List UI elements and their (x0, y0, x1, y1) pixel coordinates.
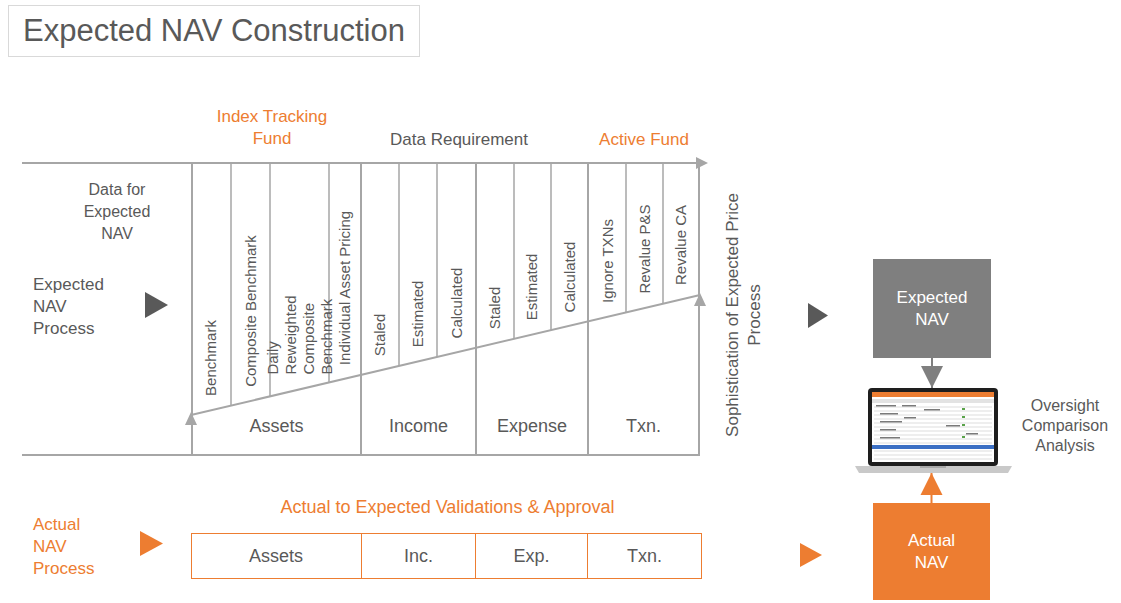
laptop-illustration (855, 388, 1012, 473)
category-column: Expense Staled Estimated Calculated (477, 163, 589, 455)
validation-cell: Exp. (476, 534, 588, 578)
data-column: Benchmark (191, 163, 231, 410)
screen-selected-row (872, 445, 994, 449)
data-column: Estimated (514, 163, 551, 334)
data-option: Staled (487, 286, 505, 329)
axis-end-label: Active Fund (599, 129, 689, 151)
validation-cell: Inc. (362, 534, 476, 578)
process-triangle (808, 303, 828, 328)
data-option: Calculated (448, 267, 466, 338)
nav-name: Expected NAV (892, 287, 972, 331)
data-option: Estimated (409, 280, 427, 347)
category-name: Income (389, 415, 448, 437)
category-name: Expense (497, 415, 567, 437)
data-option: Estimated (524, 253, 542, 320)
diagonal-arrowhead (694, 293, 706, 306)
data-column: Individual Asset Pricing (329, 163, 362, 379)
validation-name: Inc. (404, 545, 433, 567)
data-column: Calculated (551, 163, 589, 326)
data-column: Revalue P&S (626, 163, 663, 308)
process-label: Actual NAV Process (33, 514, 113, 580)
nav-name: Actual NAV (892, 530, 972, 574)
data-column: Staled (477, 163, 514, 343)
data-column: Calculated (437, 163, 477, 352)
data-column: Estimated (399, 163, 437, 361)
data-column: Daily Reweighted Composite Benchmark (270, 163, 329, 389)
nav-box: Actual NAV (873, 503, 990, 600)
data-column: Revalue CA (663, 163, 700, 299)
category-column: Income Staled Estimated Calculated (362, 163, 477, 455)
laptop-icon: Oversight Comparison Analysis (855, 388, 1012, 473)
process-triangle (140, 531, 163, 556)
process-triangle (145, 292, 168, 318)
category-name: Assets (249, 415, 303, 437)
diagram-title: Expected NAV Construction (8, 5, 420, 57)
column-divider (230, 163, 232, 406)
validation-cell: Txn. (588, 534, 701, 578)
axis-title: Data Requirement (390, 129, 528, 151)
flow-arrow (931, 473, 933, 503)
column-divider (513, 163, 515, 339)
data-option: Benchmark (202, 320, 220, 396)
screen-table-rows (874, 407, 992, 459)
laptop-bezel (868, 388, 998, 466)
column-divider (436, 163, 438, 357)
data-option: Revalue CA (673, 205, 691, 285)
column-divider (398, 163, 400, 366)
laptop-screen (872, 392, 994, 462)
column-divider (550, 163, 552, 330)
data-option: Daily Reweighted Composite Benchmark (264, 296, 336, 375)
category-column: Txn. Ignore TXNs Revalue P&S Revalue CA (589, 163, 700, 455)
axis-arrowhead (696, 157, 708, 169)
data-column: Staled (362, 163, 399, 370)
data-column: Ignore TXNs (589, 163, 626, 317)
data-option: Ignore TXNs (599, 219, 617, 303)
column-divider (625, 163, 627, 312)
category-column: AssetsBenchmarkComposite BenchmarkDaily … (191, 163, 362, 455)
data-option: Revalue P&S (636, 205, 654, 294)
process-triangle (800, 543, 822, 567)
axis-end-label: Index Tracking Fund (217, 106, 328, 150)
nav-box: Expected NAV (873, 259, 991, 358)
process-label: Expected NAV Process (33, 274, 113, 340)
column-divider (662, 163, 664, 304)
laptop-notch (920, 466, 946, 468)
sophistication-diagonal (191, 295, 700, 415)
validation-name: Txn. (627, 545, 662, 567)
screen-table-cells (876, 405, 978, 439)
data-option: Individual Asset Pricing (337, 211, 355, 365)
oversight-caption: Oversight Comparison Analysis (1018, 396, 1112, 456)
validation-name: Assets (249, 545, 303, 567)
data-option: Staled (372, 313, 390, 356)
data-option: Composite Benchmark (242, 235, 260, 387)
validation-name: Exp. (513, 545, 549, 567)
validation-heading: Actual to Expected Validations & Approva… (281, 496, 615, 518)
row-heading: Data for Expected NAV (70, 179, 165, 245)
data-option: Calculated (561, 241, 579, 312)
screen-status-marks (962, 408, 965, 438)
laptop-base (855, 466, 1012, 473)
axis-title: Sophistication of Expected Price Process (722, 180, 766, 450)
category-name: Txn. (626, 415, 661, 437)
validation-row: Actual to Expected Validations & Approva… (191, 533, 702, 579)
screen-toolbar (872, 399, 994, 403)
validation-cell: Assets (191, 534, 362, 578)
screen-header (872, 392, 994, 397)
flow-arrow (931, 358, 933, 388)
